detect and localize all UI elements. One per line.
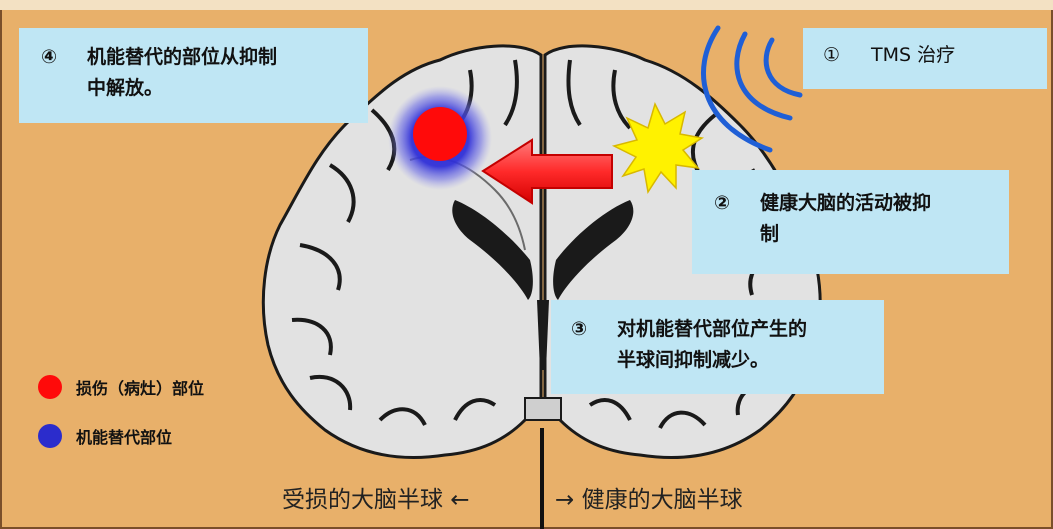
callout-step-3: ③ 对机能替代部位产生的 半球间抑制减少。 xyxy=(551,300,884,394)
legend-label-lesion: 损伤（病灶）部位 xyxy=(76,379,205,398)
step-4-number: ④ xyxy=(41,46,58,68)
top-band xyxy=(0,0,1053,10)
callout-step-2: ② 健康大脑的活动被抑 制 xyxy=(692,170,1009,274)
step-2-line1: 健康大脑的活动被抑 xyxy=(760,192,932,214)
legend-label-substitution: 机能替代部位 xyxy=(76,428,173,447)
step-3-line1: 对机能替代部位产生的 xyxy=(617,318,808,340)
tms-waves xyxy=(701,25,803,153)
brainstem xyxy=(524,397,562,421)
lesion-site xyxy=(413,107,467,161)
step-1-text: TMS 治疗 xyxy=(871,44,956,66)
legend-dot-red xyxy=(38,375,62,399)
step-2-line2: 制 xyxy=(760,223,780,245)
step-3-number: ③ xyxy=(571,318,588,340)
step-4-line2: 中解放。 xyxy=(87,77,164,99)
step-1-number: ① xyxy=(823,44,841,66)
healthy-hemisphere-label: → 健康的大脑半球 xyxy=(555,487,743,513)
stimulation-burst xyxy=(611,101,705,195)
callout-step-4: ④ 机能替代的部位从抑制 中解放。 xyxy=(19,28,368,123)
step-4-line1: 机能替代的部位从抑制 xyxy=(87,46,278,68)
legend-dot-blue xyxy=(38,424,62,448)
legend-item-lesion: 损伤（病灶）部位 xyxy=(38,375,204,399)
step-2-number: ② xyxy=(714,192,731,214)
callout-step-1: ① TMS 治疗 xyxy=(803,28,1047,89)
damaged-hemisphere-label: 受损的大脑半球 ← xyxy=(282,487,470,513)
inhibition-arrow xyxy=(481,138,613,205)
step-3-line2: 半球间抑制减少。 xyxy=(617,349,770,371)
ventricles xyxy=(452,200,634,370)
legend-item-substitution: 机能替代部位 xyxy=(38,424,172,448)
